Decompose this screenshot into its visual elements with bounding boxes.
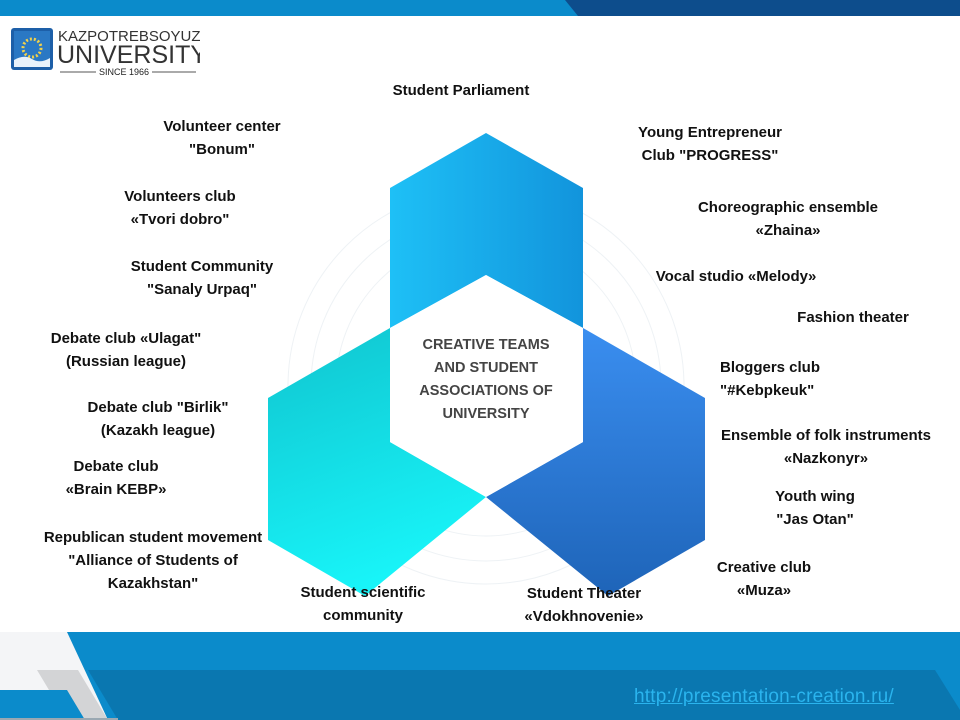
label-youth-wing: Youth wing"Jas Otan"	[775, 488, 855, 528]
logo-since-text: SINCE 1966	[96, 67, 153, 77]
label-student-theater: Student Theater«Vdokhnovenie»	[524, 585, 644, 625]
label-vocal-studio: Vocal studio «Melody»	[655, 268, 817, 285]
hex-center	[390, 275, 583, 497]
label-student-community: Student Community"Sanaly Urpaq"	[130, 258, 274, 298]
label-volunteers-club: Volunteers club«Tvori dobro"	[124, 188, 236, 228]
hex-top	[390, 133, 583, 328]
label-fashion-theater: Fashion theater	[797, 309, 909, 326]
label-debate-birlik: Debate club "Birlik"(Kazakh league)	[87, 399, 229, 439]
hex-right	[486, 328, 705, 596]
label-debate-ulagat: Debate club «Ulagat"(Russian league)	[50, 330, 202, 370]
university-logo: KAZPOTREBSOYUZ UNIVERSITY SINCE 1966	[10, 26, 207, 78]
footer-band	[0, 632, 960, 720]
label-volunteer-center: Volunteer center"Bonum"	[163, 118, 281, 158]
svg-text:UNIVERSITY: UNIVERSITY	[57, 41, 200, 69]
hex-left	[268, 328, 486, 596]
label-creative-club: Creative club«Muza»	[716, 559, 812, 599]
label-bloggers-club: Bloggers club"#Kebpkeuk"	[720, 359, 821, 399]
svg-text:KAZPOTREBSOYUZ: KAZPOTREBSOYUZ	[58, 28, 200, 45]
header-band	[0, 0, 960, 16]
label-choreographic: Choreographic ensemble«Zhaina»	[697, 199, 879, 239]
footer-link[interactable]: http://presentation-creation.ru/	[634, 686, 894, 707]
label-student-parliament: Student Parliament	[392, 82, 530, 99]
label-debate-brain: Debate club«Brain KEBP»	[65, 458, 167, 498]
label-folk-ensemble: Ensemble of folk instruments«Nazkonyr»	[720, 427, 932, 467]
label-republican-movement: Republican student movement"Alliance of …	[43, 529, 263, 592]
